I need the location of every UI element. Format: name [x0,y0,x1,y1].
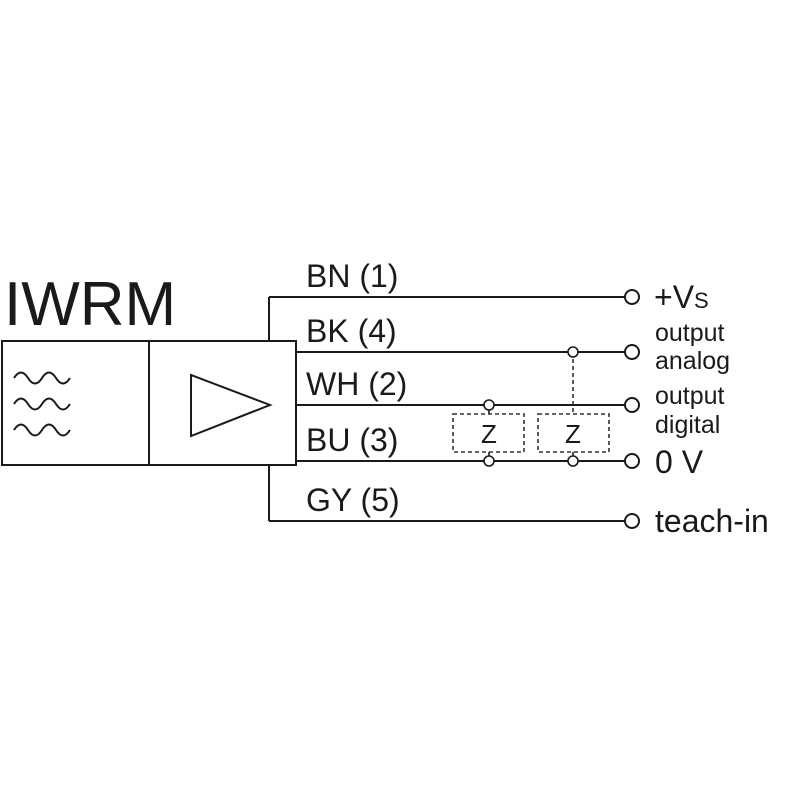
terminal-label-output-analog-2: analog [655,347,730,375]
terminal-label-0v: 0 V [655,444,704,480]
load-z1-box [452,413,525,453]
wire-label-bu: BU (3) [306,422,398,458]
wire-label-wh: WH (2) [306,366,407,402]
node-z2-top [567,346,579,358]
terminal-0v [624,453,640,469]
sensor-title: IWRM [4,270,176,339]
terminal-teach-in [624,513,640,529]
wire-label-gy: GY (5) [306,482,400,518]
sensor-waves-icon [13,371,71,437]
terminal-output-digital [624,397,640,413]
load-z2-label: Z [565,419,581,449]
load-z1-label: Z [481,419,497,449]
terminal-label-teach-in: teach-in [655,503,769,539]
node-z1-top [483,399,495,411]
node-z2-bottom [567,455,579,467]
node-z1-bottom [483,455,495,467]
terminal-label-output-digital-1: output [655,382,725,410]
load-z2-box [537,413,610,453]
wire-label-bk: BK (4) [306,313,397,349]
terminal-label-output-analog-1: output [655,319,725,347]
terminal-label-vs: +VS [654,279,709,315]
terminal-vs [624,289,640,305]
terminal-label-output-digital-2: digital [655,411,720,439]
amplifier-triangle-icon [190,373,273,438]
wire-label-bn: BN (1) [306,258,398,294]
terminal-output-analog [624,344,640,360]
